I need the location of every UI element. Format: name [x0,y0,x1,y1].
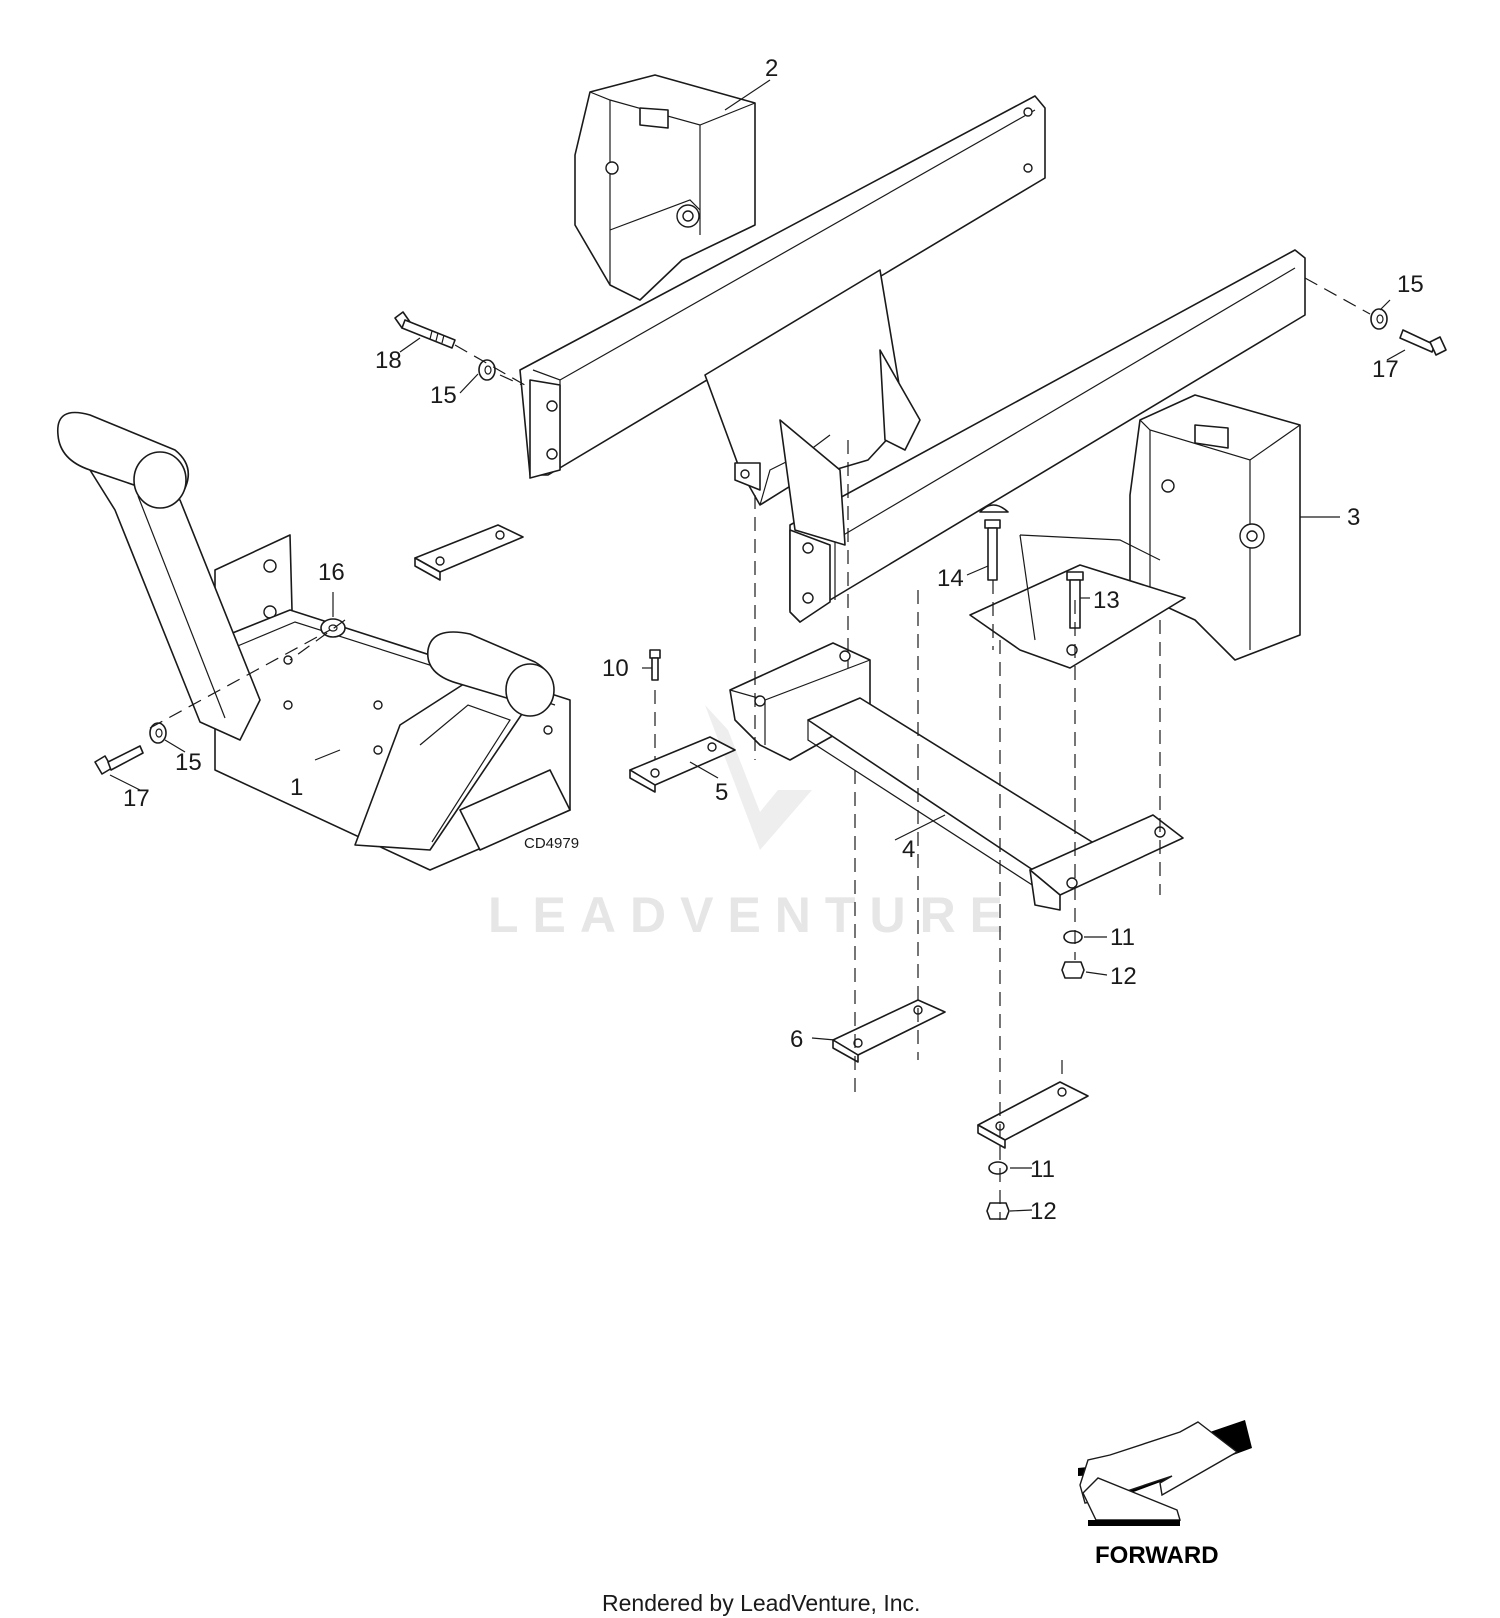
part-4-cross-member[interactable] [729,642,1184,911]
drawing-code: CD4979 [524,835,579,852]
callout-1[interactable]: 1 [290,774,303,801]
callout-3[interactable]: 3 [1347,504,1360,531]
callout-11-lower[interactable]: 11 [1030,1156,1055,1183]
lockwasher-11-upper[interactable] [1063,930,1083,944]
part-2-upper-frame[interactable] [519,74,1046,506]
bolt-13[interactable] [1066,571,1084,629]
assembly-lines [149,277,1371,1220]
watermark-logo [705,705,812,850]
part-6-plate[interactable] [832,999,946,1063]
callout-16[interactable]: 16 [318,559,345,586]
part-1-left-bracket[interactable] [57,411,571,871]
callout-17-left[interactable]: 17 [123,785,150,812]
watermark: LEADVENTURE [488,705,1017,943]
callout-13[interactable]: 13 [1093,587,1120,614]
lockwasher-11-lower[interactable] [988,1161,1008,1175]
part-3-lower-frame[interactable] [779,249,1306,669]
bolt-14[interactable] [979,504,1009,581]
callout-14[interactable]: 14 [937,565,964,592]
footer-credit: Rendered by LeadVenture, Inc. [602,1590,920,1616]
callout-17-right[interactable]: 17 [1372,356,1399,383]
washer-15-bottom-left[interactable] [149,722,167,744]
bolt-10[interactable] [649,649,661,681]
callout-12-lower[interactable]: 12 [1030,1198,1057,1225]
leader-lines [109,79,1406,1212]
washer-16[interactable] [320,618,346,638]
callout-15-left[interactable]: 15 [430,382,457,409]
forward-label: FORWARD [1095,1542,1219,1569]
callouts: 2 3 1 4 5 6 10 11 12 11 12 13 14 15 15 1… [123,55,1424,1225]
bolt-18[interactable] [394,311,456,349]
callout-4[interactable]: 4 [902,836,915,863]
watermark-text: LEADVENTURE [488,887,1017,943]
callout-10[interactable]: 10 [602,655,629,682]
callout-2[interactable]: 2 [765,55,778,82]
part-5-plate[interactable] [629,736,736,793]
washer-15-left[interactable] [478,359,496,381]
callout-11-upper[interactable]: 11 [1110,924,1135,951]
nut-12-upper[interactable] [1061,961,1085,979]
callout-15-right[interactable]: 15 [1397,271,1424,298]
washer-15-right[interactable] [1370,308,1388,330]
nut-12-lower[interactable] [986,1202,1010,1220]
forward-arrow-icon [1078,1420,1252,1526]
callout-12-upper[interactable]: 12 [1110,963,1137,990]
callout-5[interactable]: 5 [715,779,728,806]
spacer-plate-upper[interactable] [414,524,524,581]
callout-6[interactable]: 6 [790,1026,803,1053]
bolt-17-left[interactable] [94,745,144,775]
callout-18[interactable]: 18 [375,347,402,374]
lower-plate[interactable] [977,1081,1089,1149]
callout-15-bottom-left[interactable]: 15 [175,749,202,776]
bolt-17-right[interactable] [1399,329,1447,356]
